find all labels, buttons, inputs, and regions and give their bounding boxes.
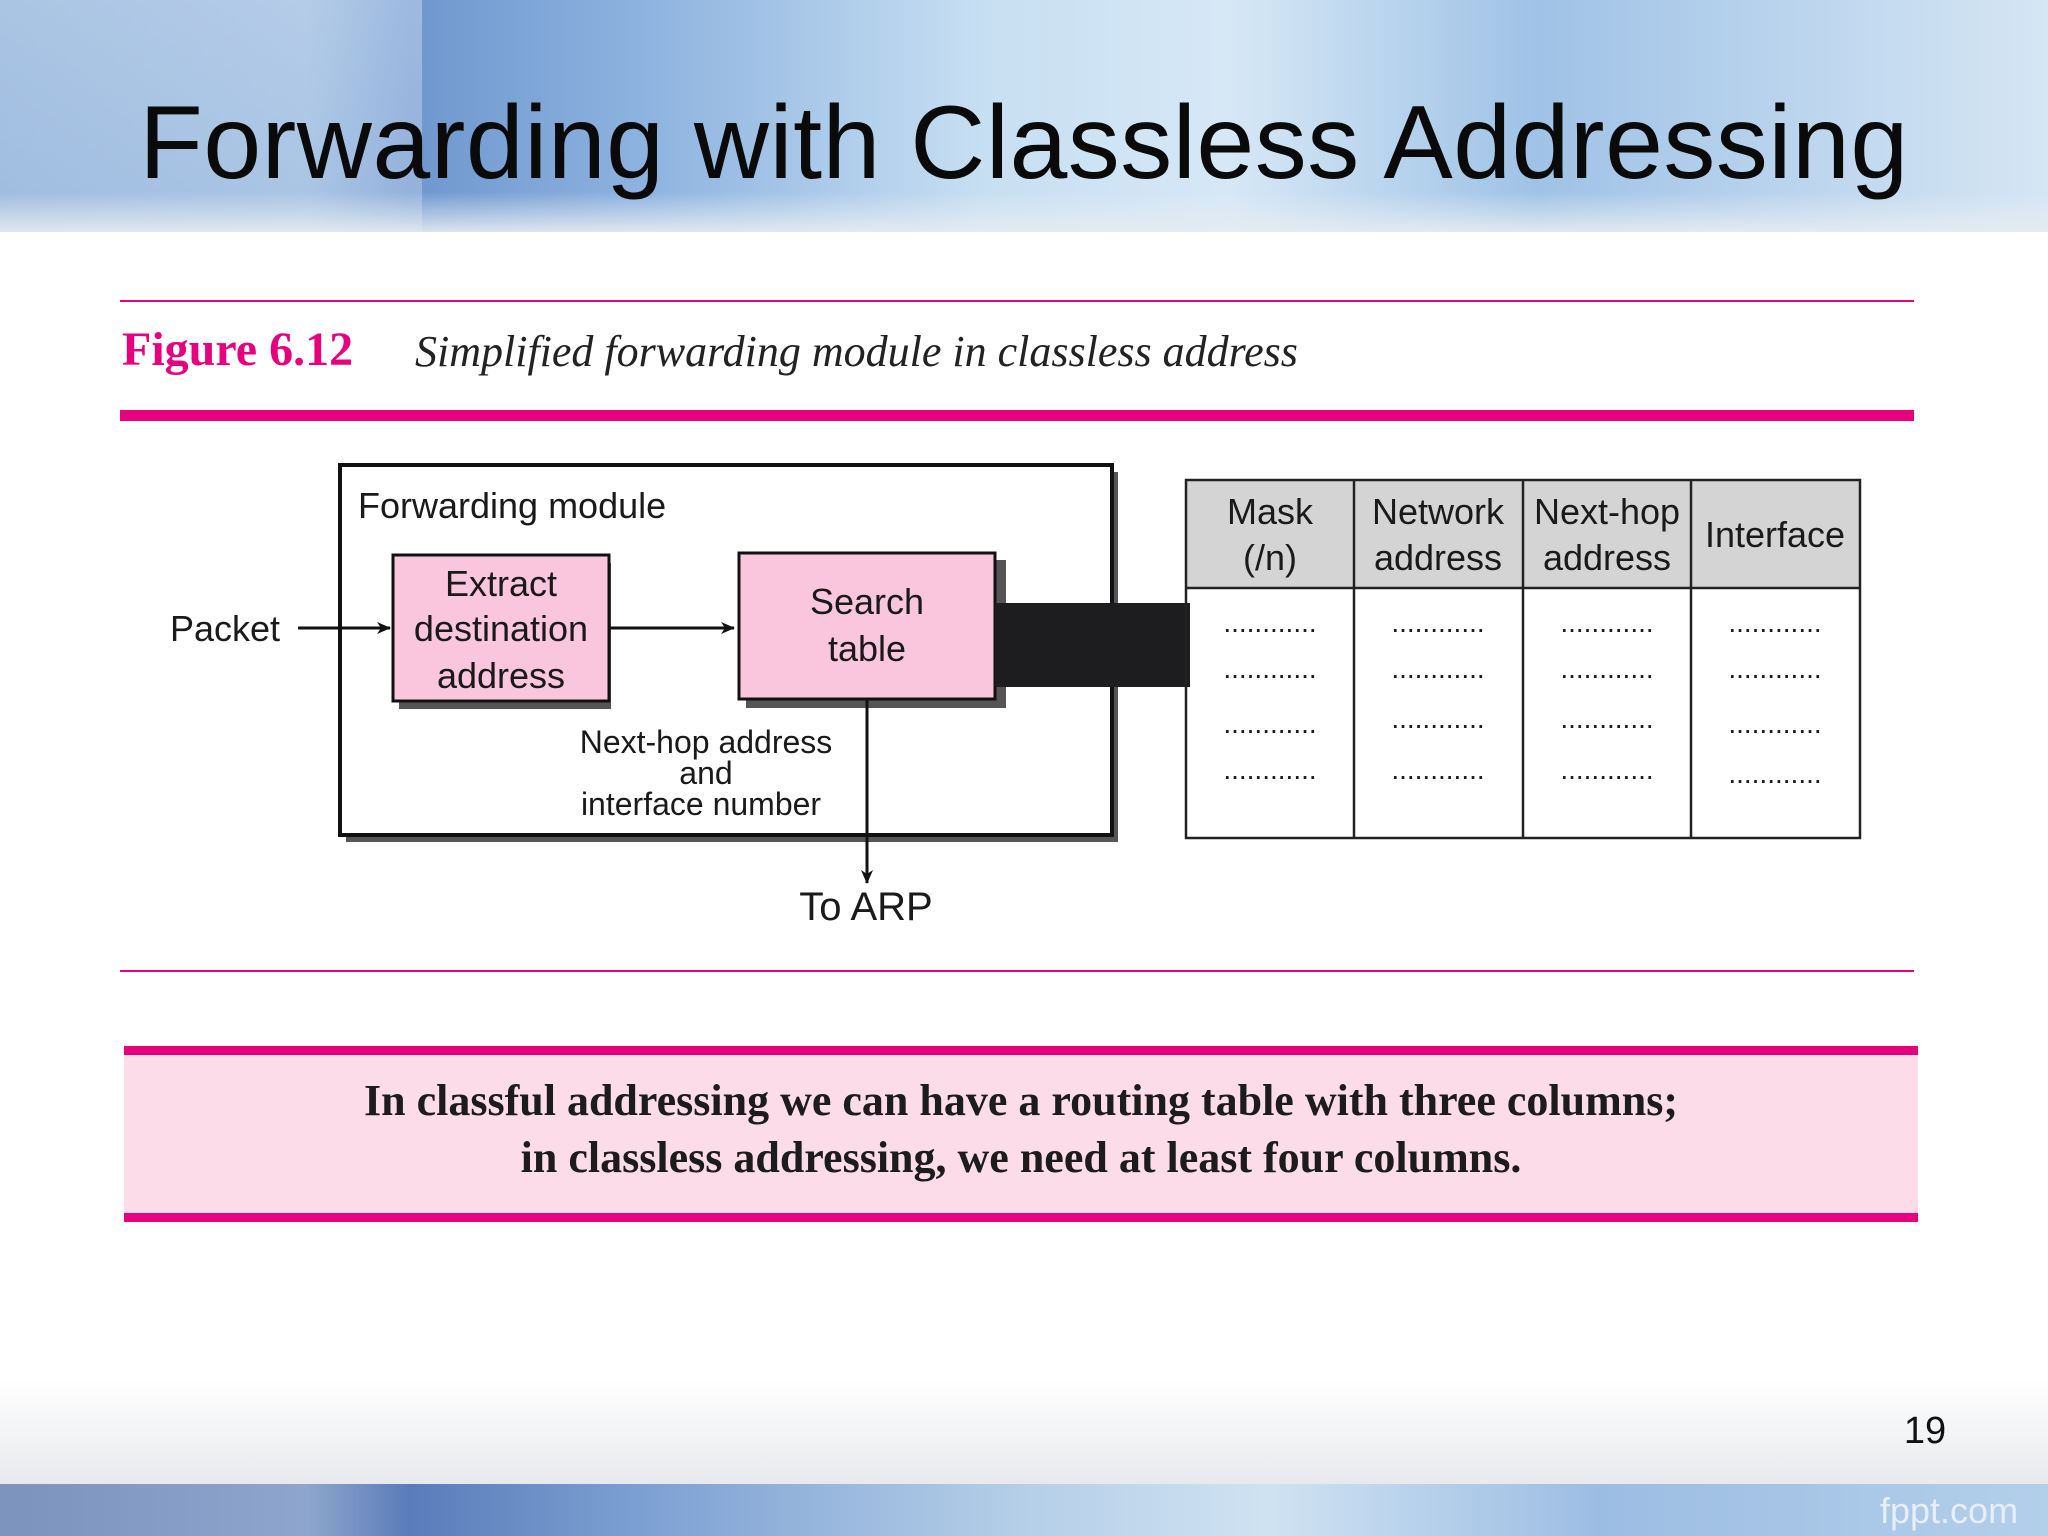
note-box: In classful addressing we can have a rou… bbox=[124, 1046, 1918, 1222]
search-box-line-1: Search bbox=[810, 581, 924, 622]
figure-top-rule bbox=[120, 300, 1914, 302]
table-cell: ............ bbox=[1391, 754, 1484, 785]
output-label-line-3: interface number bbox=[581, 786, 821, 822]
table-cell: ............ bbox=[1391, 653, 1484, 684]
bottom-banner bbox=[0, 1484, 2048, 1536]
watermark: fppt.com bbox=[1880, 1490, 2019, 1531]
note-line-2: in classless addressing, we need at leas… bbox=[520, 1133, 1522, 1182]
table-cell: ............ bbox=[1223, 708, 1316, 739]
table-connector bbox=[995, 603, 1190, 687]
figure-label: Figure 6.12 bbox=[122, 323, 354, 376]
header-network-line-1: Network bbox=[1372, 491, 1505, 532]
header-network-line-2: address bbox=[1374, 537, 1502, 578]
extract-box-line-2: destination bbox=[414, 608, 588, 649]
header-nexthop-line-1: Next-hop bbox=[1534, 491, 1680, 532]
table-cell: ............ bbox=[1391, 607, 1484, 638]
table-body-cells: ............ ............ ............ .… bbox=[1223, 607, 1821, 789]
output-label-line-1: Next-hop address bbox=[580, 724, 833, 760]
arp-label: To ARP bbox=[799, 885, 932, 929]
table-cell: ............ bbox=[1728, 607, 1821, 638]
note-line-1: In classful addressing we can have a rou… bbox=[364, 1076, 1678, 1125]
figure-caption: Simplified forwarding module in classles… bbox=[415, 327, 1298, 376]
figure-thick-rule bbox=[120, 410, 1914, 421]
figure-bottom-rule bbox=[120, 970, 1914, 972]
table-cell: ............ bbox=[1560, 607, 1653, 638]
extract-box-line-1: Extract bbox=[445, 563, 557, 604]
page-number: 19 bbox=[1903, 1410, 1947, 1452]
table-cell: ............ bbox=[1560, 754, 1653, 785]
header-interface: Interface bbox=[1705, 514, 1845, 555]
table-cell: ............ bbox=[1728, 708, 1821, 739]
table-cell: ............ bbox=[1728, 653, 1821, 684]
table-cell: ............ bbox=[1560, 703, 1653, 734]
table-cell: ............ bbox=[1223, 607, 1316, 638]
table-cell: ............ bbox=[1223, 754, 1316, 785]
page-fade bbox=[0, 1380, 2048, 1484]
search-box-line-2: table bbox=[828, 628, 906, 669]
top-banner bbox=[0, 0, 2048, 232]
slide-title: Forwarding with Classless Addressing bbox=[139, 85, 1909, 201]
header-mask-line-2: (/n) bbox=[1243, 537, 1297, 578]
output-label-line-2: and bbox=[679, 755, 732, 791]
table-cell: ............ bbox=[1728, 758, 1821, 789]
extract-box-line-3: address bbox=[437, 655, 565, 696]
extract-box bbox=[391, 553, 611, 703]
search-box bbox=[737, 551, 997, 701]
packet-label: Packet bbox=[170, 608, 280, 649]
header-nexthop-line-2: address bbox=[1543, 537, 1671, 578]
table-cell: ............ bbox=[1560, 653, 1653, 684]
table-cell: ............ bbox=[1223, 653, 1316, 684]
header-mask-line-1: Mask bbox=[1227, 491, 1314, 532]
table-cell: ............ bbox=[1391, 703, 1484, 734]
module-label: Forwarding module bbox=[358, 485, 666, 526]
routing-table: Mask (/n) Network address Next-hop addre… bbox=[1184, 478, 1862, 840]
